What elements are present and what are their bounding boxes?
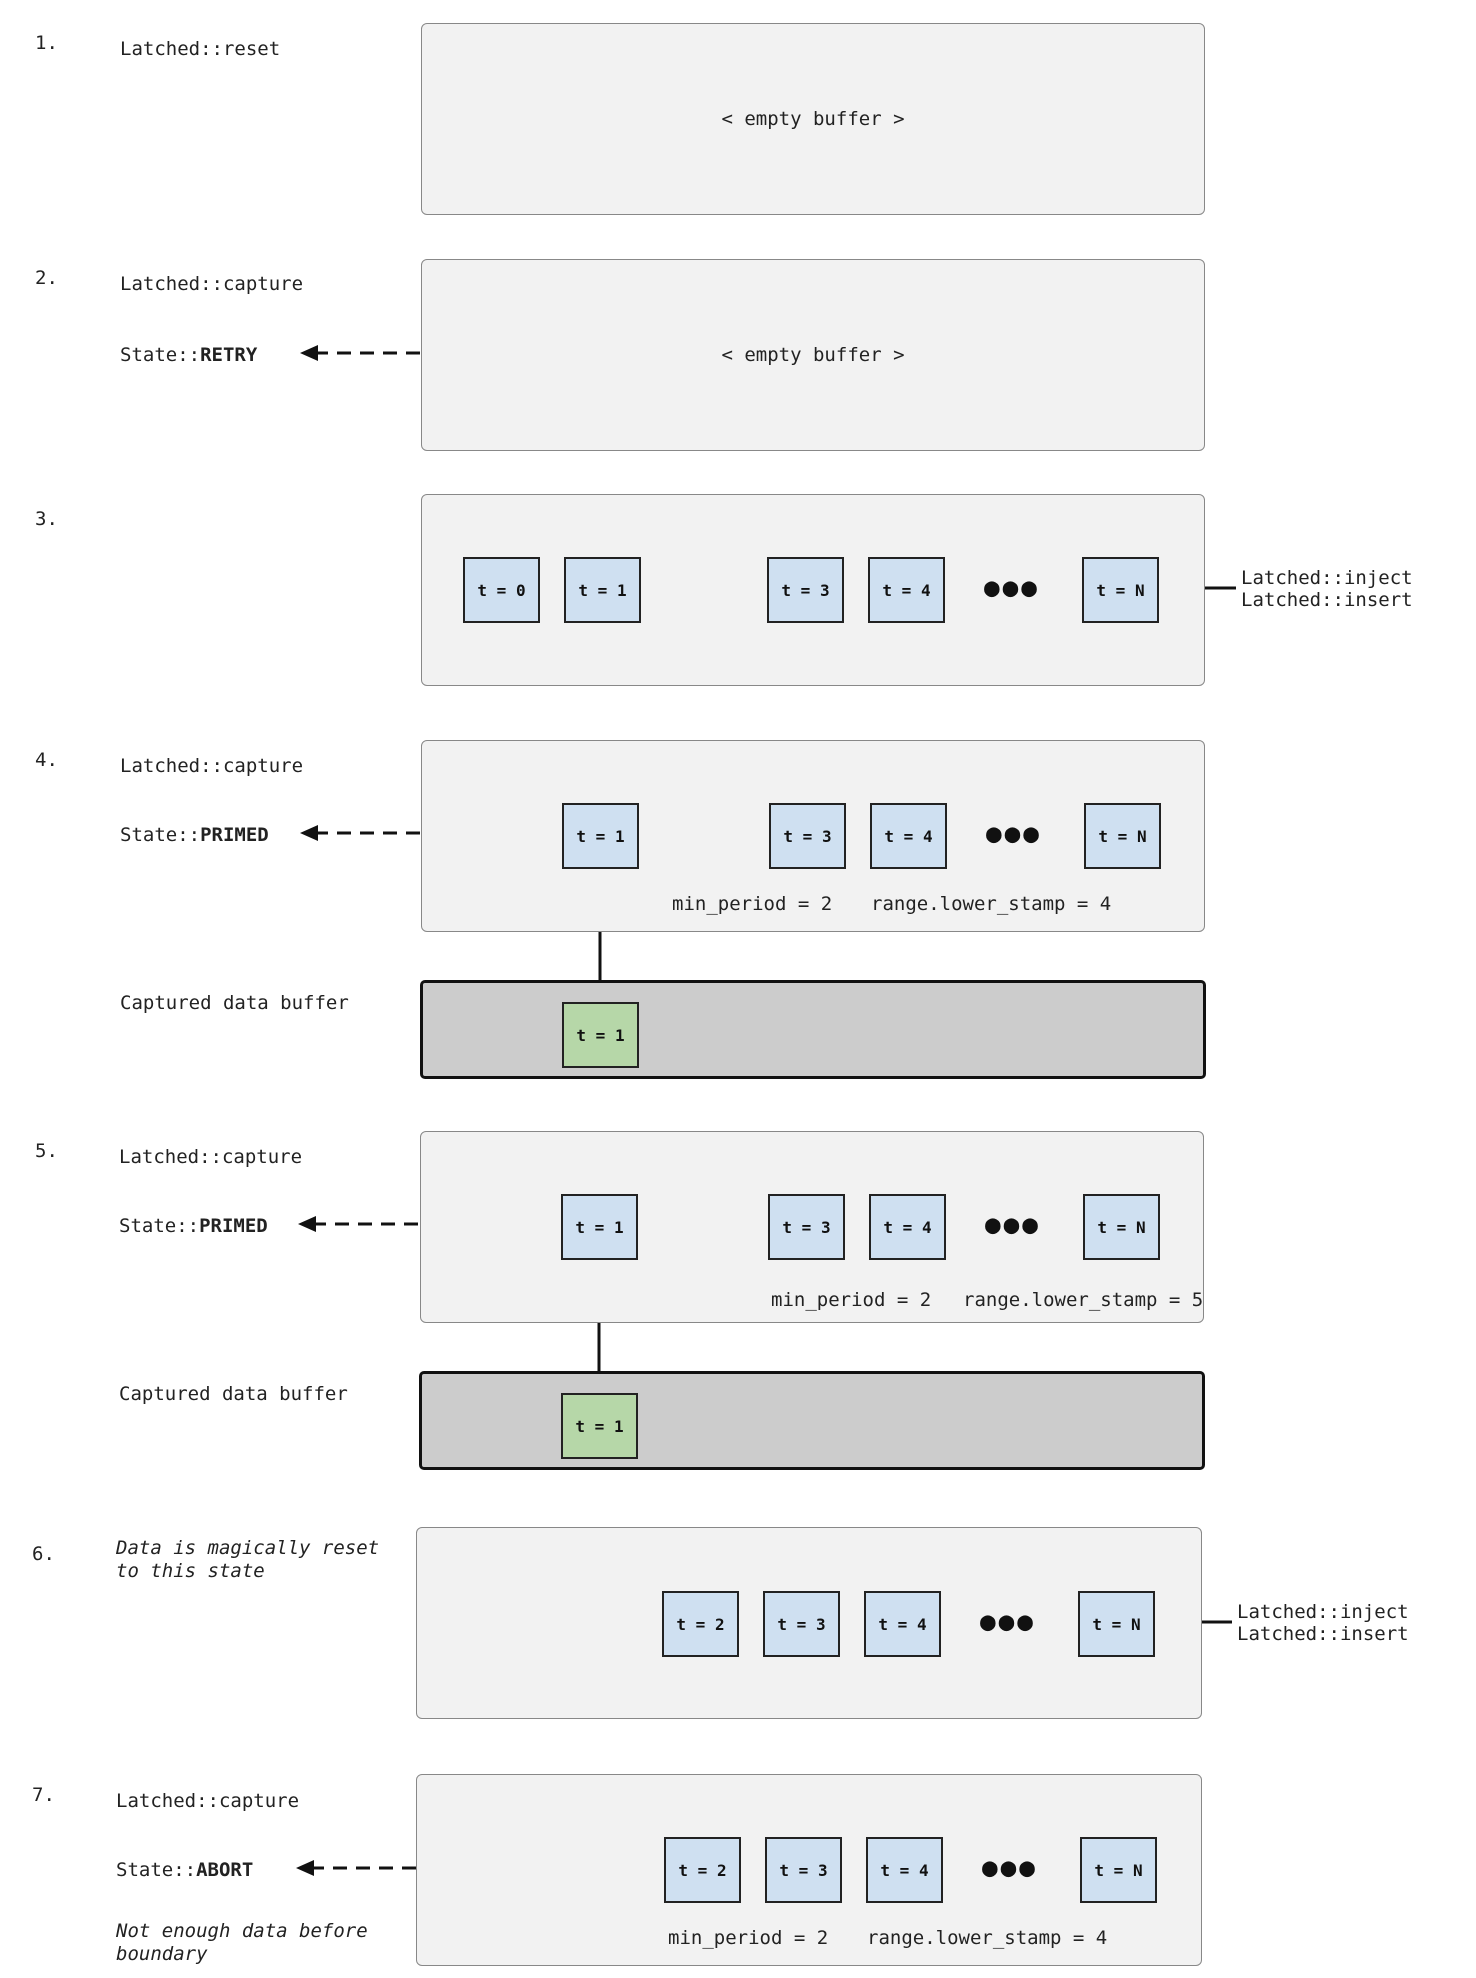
lower-stamp-label: range.lower_stamp = 4 [867, 1927, 1108, 1949]
lower-stamp-label: range.lower_stamp = 4 [871, 893, 1112, 915]
insert-label: Latched::insert [1241, 589, 1413, 611]
state-arrow-2 [300, 345, 420, 361]
step-number: 4. [35, 749, 58, 771]
step-number: 6. [32, 1543, 55, 1565]
timestamp-cell: t = 4 [864, 1591, 941, 1657]
buffer-box [421, 740, 1205, 932]
timestamp-cell: t = 3 [767, 557, 844, 623]
state-label: State::PRIMED [120, 824, 269, 846]
empty-buffer-text: < empty buffer > [721, 344, 905, 366]
state-label: State::PRIMED [119, 1215, 268, 1237]
state-label: State::ABORT [116, 1859, 253, 1881]
min-period-label: min_period = 2 [668, 1927, 829, 1949]
timestamp-cell: t = 2 [662, 1591, 739, 1657]
call-label: Latched::capture [120, 273, 304, 295]
buffer-box: < empty buffer > [421, 23, 1205, 215]
call-label: Latched::capture [120, 755, 304, 777]
timestamp-cell: t = N [1082, 557, 1159, 623]
state-label: State::RETRY [120, 344, 257, 366]
state-value: PRIMED [200, 824, 269, 846]
timestamp-cell: t = N [1084, 803, 1161, 869]
timestamp-cell: t = 1 [562, 803, 639, 869]
captured-buffer-label: Captured data buffer [119, 1383, 348, 1405]
step-number: 5. [35, 1140, 58, 1162]
buffer-box: < empty buffer > [421, 259, 1205, 451]
inject-label: Latched::inject [1241, 567, 1413, 589]
timestamp-cell: t = 4 [868, 557, 945, 623]
timestamp-cell: t = 4 [869, 1194, 946, 1260]
ellipsis-icon: ●●● [985, 1210, 1041, 1240]
captured-cell: t = 1 [562, 1002, 639, 1068]
timestamp-cell: t = 4 [870, 803, 947, 869]
call-label: Latched::reset [120, 38, 281, 60]
state-arrow-5 [298, 1216, 418, 1232]
step-number: 2. [35, 267, 58, 289]
min-period-label: min_period = 2 [672, 893, 833, 915]
timestamp-cell: t = 4 [866, 1837, 943, 1903]
state-prefix: State:: [120, 824, 201, 846]
empty-buffer-text: < empty buffer > [721, 108, 905, 130]
captured-buffer-label: Captured data buffer [120, 992, 349, 1014]
lower-stamp-label: range.lower_stamp = 5 [963, 1289, 1204, 1311]
timestamp-cell: t = 1 [561, 1194, 638, 1260]
inject-label: Latched::inject [1237, 1601, 1409, 1623]
step-number: 3. [35, 508, 58, 530]
min-period-label: min_period = 2 [771, 1289, 932, 1311]
abort-note: Not enough data before boundary [116, 1920, 368, 1965]
state-value: RETRY [200, 344, 258, 366]
insert-label: Latched::insert [1237, 1623, 1409, 1645]
timestamp-cell: t = 3 [768, 1194, 845, 1260]
ellipsis-icon: ●●● [982, 1853, 1038, 1883]
ellipsis-icon: ●●● [984, 573, 1040, 603]
ellipsis-icon: ●●● [986, 819, 1042, 849]
state-prefix: State:: [120, 344, 201, 366]
timestamp-cell: t = 2 [664, 1837, 741, 1903]
timestamp-cell: t = 3 [765, 1837, 842, 1903]
step-number: 1. [35, 32, 58, 54]
state-arrow-7 [296, 1860, 416, 1876]
timestamp-cell: t = N [1078, 1591, 1155, 1657]
captured-buffer-box [420, 980, 1206, 1079]
timestamp-cell: t = 1 [564, 557, 641, 623]
state-prefix: State:: [119, 1215, 200, 1237]
timestamp-cell: t = 3 [763, 1591, 840, 1657]
timestamp-cell: t = 3 [769, 803, 846, 869]
call-label: Latched::capture [116, 1790, 300, 1812]
timestamp-cell: t = N [1080, 1837, 1157, 1903]
timestamp-cell: t = N [1083, 1194, 1160, 1260]
call-label: Latched::capture [119, 1146, 303, 1168]
reset-note: Data is magically reset to this state [116, 1537, 380, 1582]
timestamp-cell: t = 0 [463, 557, 540, 623]
state-prefix: State:: [116, 1859, 197, 1881]
captured-buffer-box [419, 1371, 1205, 1470]
captured-cell: t = 1 [561, 1393, 638, 1459]
step-number: 7. [32, 1784, 55, 1806]
state-value: ABORT [196, 1859, 254, 1881]
ellipsis-icon: ●●● [980, 1607, 1036, 1637]
state-arrow-4 [300, 825, 420, 841]
state-value: PRIMED [199, 1215, 268, 1237]
